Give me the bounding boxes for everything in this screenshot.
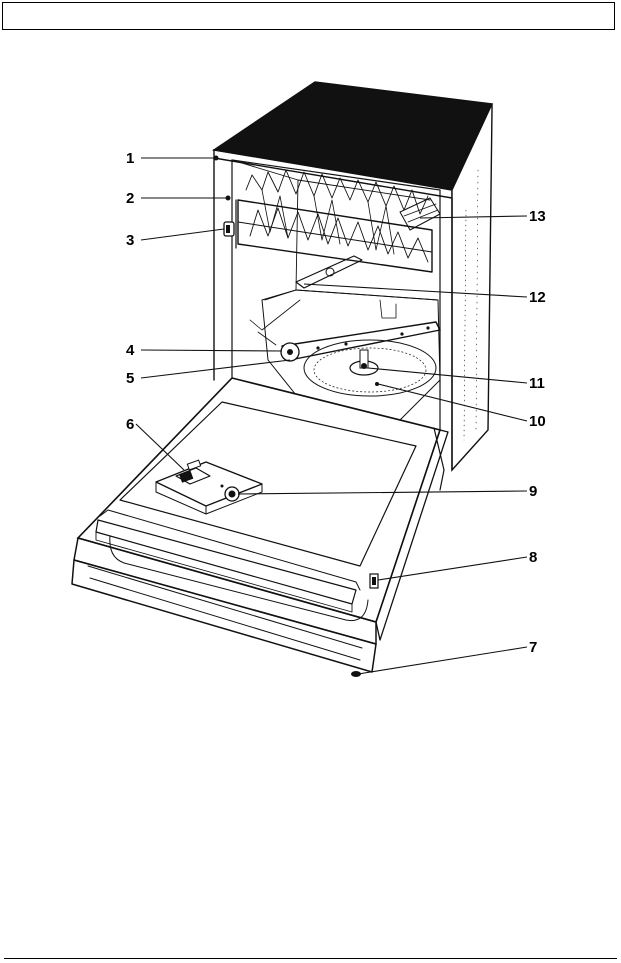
callout-9: 9 [529,483,537,500]
callout-11: 11 [529,375,545,392]
footer-rule [4,958,617,959]
callout-8: 8 [529,549,537,566]
dot-2 [226,196,231,201]
callout-13: 13 [529,208,546,225]
callout-6: 6 [126,416,134,433]
callout-12: 12 [529,289,546,306]
callout-2: 2 [126,190,134,207]
lower-spray-arm [281,322,440,396]
callout-3: 3 [126,232,134,249]
callout-4: 4 [126,342,135,359]
callout-7: 7 [529,639,537,656]
callout-1: 1 [126,150,134,167]
callout-5: 5 [126,370,134,387]
callout-10: 10 [529,413,546,430]
dot-1 [214,156,219,161]
